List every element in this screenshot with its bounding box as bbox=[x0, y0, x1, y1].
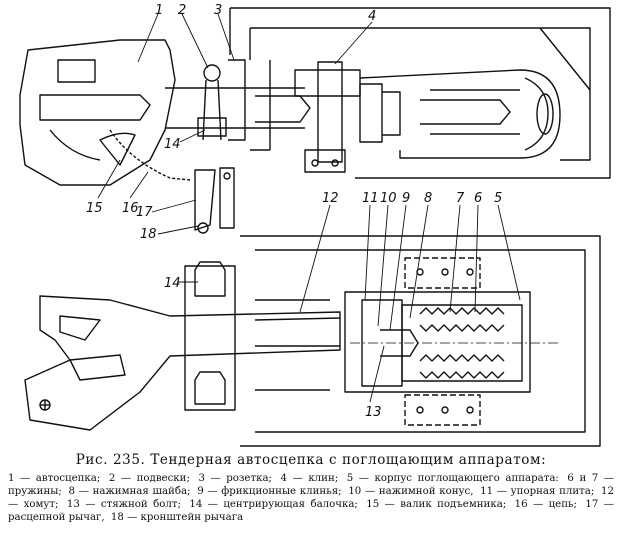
legend-item: 14 — центрирующая балочка; bbox=[189, 499, 358, 510]
top-view bbox=[19, 7, 611, 234]
callout-numbers: 1 2 3 4 14 15 16 17 18 12 11 10 9 8 7 6 … bbox=[86, 3, 502, 420]
callout-14-bottom: 14 bbox=[164, 276, 181, 291]
legend-item: 17 — расцепной рычаг, bbox=[8, 499, 614, 523]
legend-item: 15 — валик подъемника; bbox=[366, 499, 507, 510]
tender-frame-top bbox=[229, 7, 611, 179]
legend-item: 13 — стяжной болт; bbox=[66, 499, 181, 510]
callout-14-top: 14 bbox=[164, 137, 181, 152]
legend-item: 5 — корпус поглощающего аппарата: bbox=[346, 473, 559, 484]
tender-frame-inner bbox=[250, 27, 591, 161]
callout-4: 4 bbox=[368, 9, 376, 24]
figure-title: Рис. 235. Тендерная автосцепка с поглоща… bbox=[75, 452, 547, 468]
socket bbox=[228, 59, 246, 141]
callout-5: 5 bbox=[494, 191, 502, 206]
legend-item: 18 — кронштейн рычага bbox=[110, 512, 244, 523]
legend-item: 2 — подвески; bbox=[108, 473, 190, 484]
legend-item: 12 — хомут; bbox=[8, 486, 614, 510]
yoke bbox=[344, 291, 531, 393]
release-lever bbox=[194, 169, 216, 231]
leader-lines bbox=[97, 13, 521, 403]
hanger-pin bbox=[203, 64, 221, 82]
legend-item: 1 — автосцепка; bbox=[8, 473, 101, 484]
figure-caption: Рис. 235. Тендерная автосцепка с поглоща… bbox=[8, 452, 614, 524]
callout-18: 18 bbox=[140, 227, 157, 242]
legend-item: 16 — цепь; bbox=[514, 499, 577, 510]
callout-3: 3 bbox=[214, 3, 222, 18]
callout-8: 8 bbox=[424, 191, 432, 206]
callout-9: 9 bbox=[402, 191, 410, 206]
bottom-view bbox=[24, 235, 601, 447]
legend-item: 11 — упорная плита; bbox=[480, 486, 595, 497]
legend-item: 3 — розетка; bbox=[198, 473, 272, 484]
callout-7: 7 bbox=[456, 191, 465, 206]
legend-item: 10 — нажимной конус, bbox=[348, 486, 474, 497]
centering-beam bbox=[184, 265, 236, 411]
callout-16: 16 bbox=[122, 201, 139, 216]
callout-15: 15 bbox=[86, 201, 103, 216]
lever-bracket bbox=[219, 167, 235, 229]
callout-10: 10 bbox=[380, 191, 397, 206]
chain bbox=[109, 129, 191, 181]
callout-17: 17 bbox=[136, 205, 153, 220]
springs bbox=[419, 307, 505, 379]
callout-13: 13 bbox=[365, 405, 382, 420]
legend-item: 6 и 7 — пружины; bbox=[8, 473, 614, 497]
legend-item: 4 — клин; bbox=[280, 473, 339, 484]
callout-1: 1 bbox=[155, 3, 163, 18]
callout-12: 12 bbox=[322, 191, 339, 206]
absorber-housing-top bbox=[359, 69, 561, 159]
callout-2: 2 bbox=[178, 3, 186, 18]
figure-legend: 1 — автосцепка; 2 — подвески; 3 — розетк… bbox=[8, 472, 614, 524]
wedge bbox=[317, 61, 343, 163]
legend-item: 8 — нажимная шайба; bbox=[68, 486, 191, 497]
frame-diagonal bbox=[539, 27, 591, 91]
coupler-shank bbox=[165, 87, 305, 129]
coupler-technical-drawing: 1 2 3 4 14 15 16 17 18 12 11 10 9 8 7 6 … bbox=[19, 3, 611, 447]
tender-frame-bottom bbox=[240, 235, 601, 447]
callout-6: 6 bbox=[474, 191, 482, 206]
coupler-head-plan bbox=[24, 295, 341, 431]
coupler-head bbox=[19, 39, 176, 186]
legend-item: 9 — фрикционные клинья; bbox=[197, 486, 342, 497]
callout-11: 11 bbox=[362, 191, 379, 206]
